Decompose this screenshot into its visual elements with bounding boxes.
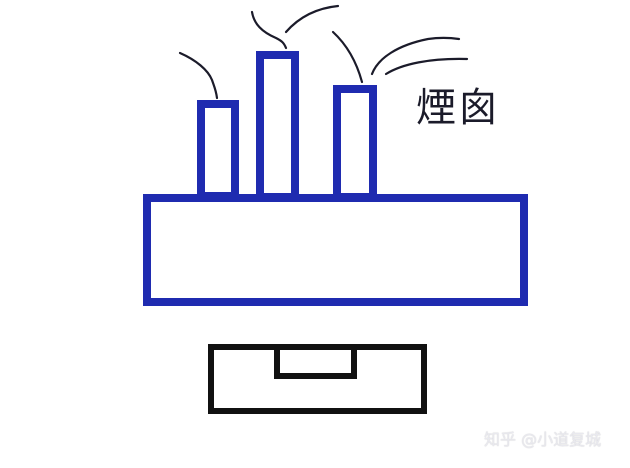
smoke-line-3: [284, 4, 340, 34]
smoke-line-6: [384, 57, 469, 76]
smoke-line-2: [250, 10, 288, 50]
smoke-line-1: [178, 51, 219, 100]
chimney-label: 煙囪: [416, 85, 500, 131]
smoke-line-4: [331, 30, 364, 84]
smoke-line-5: [370, 36, 461, 76]
chimney-right: [333, 85, 377, 201]
chimney-left: [197, 100, 239, 200]
base-inset: [274, 344, 357, 379]
chimney-middle: [256, 51, 299, 201]
building-body: [143, 194, 528, 306]
watermark: 知乎 @小道复城: [484, 430, 602, 449]
